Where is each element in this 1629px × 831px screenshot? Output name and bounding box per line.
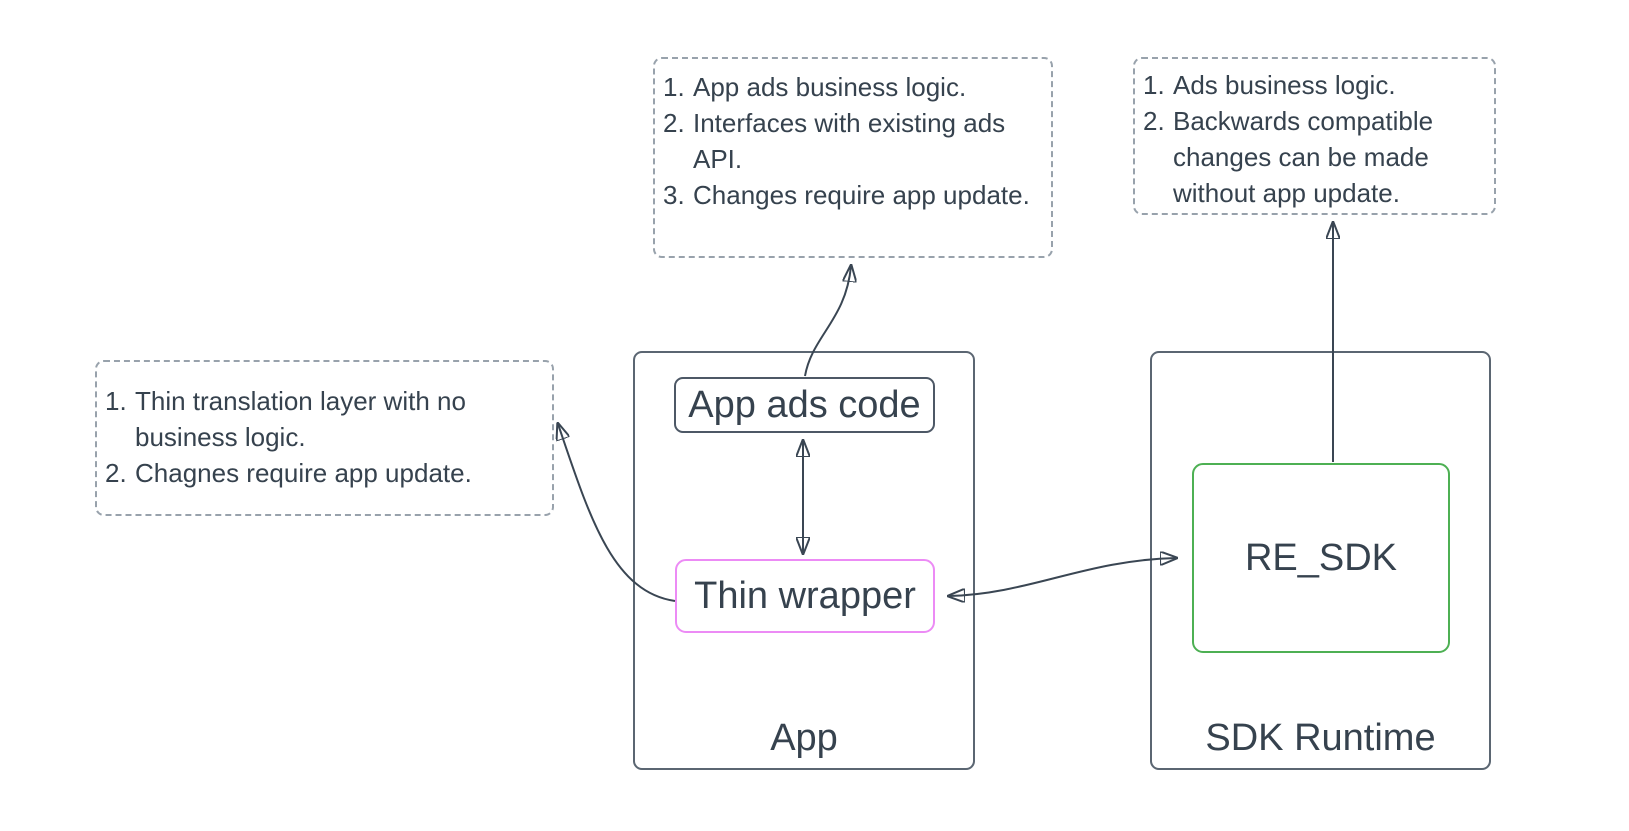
thin-wrapper-note: 1. Thin translation layer with no busine…	[95, 360, 554, 516]
note-item: 1. Ads business logic.	[1143, 67, 1488, 103]
sdk-runtime-container-label: SDK Runtime	[1205, 717, 1436, 759]
note-item: 3. Changes require app update.	[663, 177, 1043, 213]
app-container-label: App	[770, 717, 838, 759]
note-item: 2. Backwards compatible changes can be m…	[1143, 103, 1488, 211]
app-container: App ads code Thin wrapper App	[633, 351, 975, 770]
re-sdk-note: 1. Ads business logic. 2. Backwards comp…	[1133, 57, 1496, 215]
note-item-number: 1.	[1143, 70, 1165, 100]
note-item: 1. App ads business logic.	[663, 69, 1043, 105]
note-item-text: Changes require app update.	[693, 180, 1030, 210]
app-ads-code-node: App ads code	[674, 377, 935, 433]
note-item-number: 3.	[663, 180, 685, 210]
note-item: 1. Thin translation layer with no busine…	[105, 383, 546, 455]
note-item-number: 2.	[105, 458, 127, 488]
note-item-text: Ads business logic.	[1173, 70, 1396, 100]
thin-wrapper-node: Thin wrapper	[675, 559, 935, 633]
note-item: 2. Chagnes require app update.	[105, 455, 546, 491]
re-sdk-node: RE_SDK	[1192, 463, 1450, 653]
sdk-runtime-container: RE_SDK SDK Runtime	[1150, 351, 1491, 770]
note-item-text: Interfaces with existing ads API.	[693, 108, 1006, 174]
note-item-text: Backwards compatible changes can be made…	[1173, 106, 1434, 208]
note-item: 2. Interfaces with existing ads API.	[663, 105, 1043, 177]
note-item-number: 1.	[105, 386, 127, 416]
app-ads-code-note: 1. App ads business logic. 2. Interfaces…	[653, 57, 1053, 258]
note-item-text: Thin translation layer with no business …	[135, 386, 466, 452]
note-item-text: Chagnes require app update.	[135, 458, 472, 488]
app-ads-code-label: App ads code	[688, 383, 921, 426]
re-sdk-label: RE_SDK	[1244, 536, 1398, 579]
note-item-number: 2.	[1143, 106, 1165, 136]
thin-wrapper-label: Thin wrapper	[694, 574, 916, 617]
note-item-text: App ads business logic.	[693, 72, 967, 102]
note-item-number: 2.	[663, 108, 685, 138]
arrow-thin-wrapper-re-sdk	[949, 558, 1176, 596]
note-item-number: 1.	[663, 72, 685, 102]
